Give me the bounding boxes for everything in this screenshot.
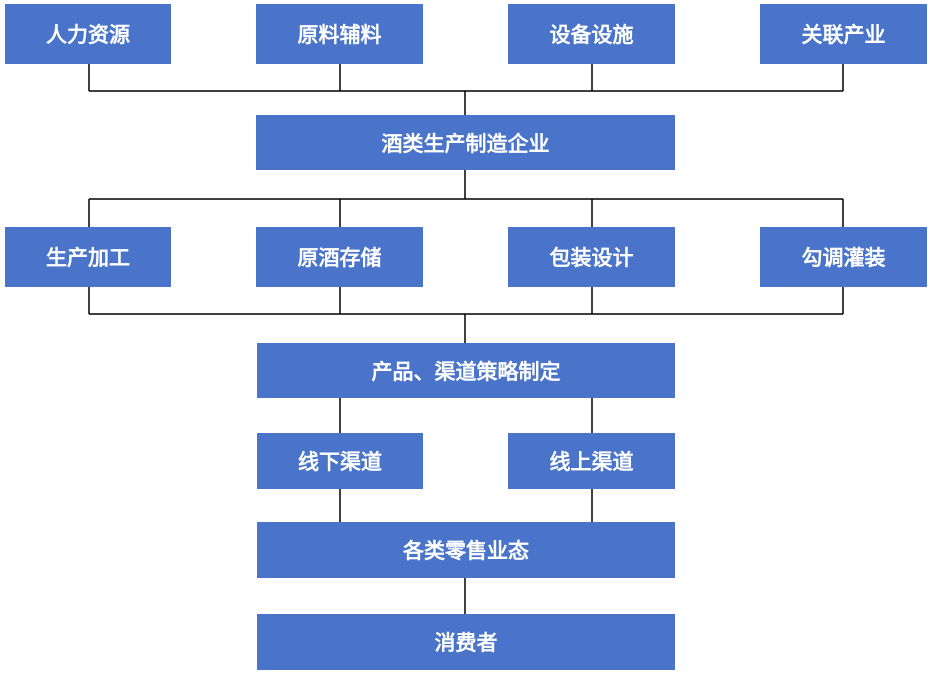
node-human-resources: 人力资源 — [5, 4, 171, 64]
node-label: 人力资源 — [46, 23, 130, 47]
node-liquor-enterprise: 酒类生产制造企业 — [256, 115, 675, 170]
node-blending-bottling: 勾调灌装 — [760, 227, 927, 287]
node-product-channel-strategy: 产品、渠道策略制定 — [257, 343, 675, 398]
node-label: 消费者 — [434, 631, 498, 655]
node-label: 原料辅料 — [297, 23, 382, 47]
node-retail-formats: 各类零售业态 — [257, 522, 675, 578]
node-label: 各类零售业态 — [403, 539, 529, 563]
node-label: 设备设施 — [549, 23, 634, 47]
node-label: 产品、渠道策略制定 — [371, 359, 561, 384]
node-label: 原酒存储 — [297, 246, 382, 270]
node-consumers: 消费者 — [257, 614, 675, 670]
node-label: 关联产业 — [801, 23, 886, 47]
node-raw-materials: 原料辅料 — [256, 4, 423, 64]
node-base-liquor-storage: 原酒存储 — [256, 227, 423, 287]
node-label: 酒类生产制造企业 — [381, 131, 550, 156]
node-related-industries: 关联产业 — [760, 4, 927, 64]
node-offline-channel: 线下渠道 — [257, 433, 423, 489]
node-label: 勾调灌装 — [801, 246, 886, 270]
node-production-processing: 生产加工 — [5, 227, 171, 287]
node-online-channel: 线上渠道 — [508, 433, 675, 489]
node-label: 线上渠道 — [549, 450, 634, 474]
node-equipment-facilities: 设备设施 — [508, 4, 675, 64]
node-label: 包装设计 — [549, 246, 634, 270]
node-packaging-design: 包装设计 — [508, 227, 675, 287]
node-label: 线下渠道 — [298, 450, 382, 474]
node-label: 生产加工 — [46, 246, 130, 270]
